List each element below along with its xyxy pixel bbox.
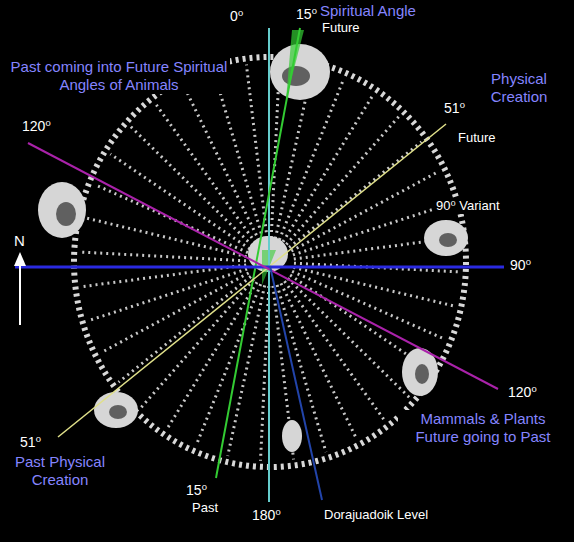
dorajuadoik-line — [270, 266, 322, 500]
dotted-spoke — [214, 72, 263, 239]
angle-label: 51⁰ — [18, 434, 43, 451]
dotted-spoke — [101, 273, 249, 353]
angle-line-0 — [268, 28, 270, 502]
time-label: Past — [190, 500, 220, 516]
angle-line-120 — [28, 143, 498, 389]
angle-label: 0⁰ — [228, 8, 245, 25]
dotted-spoke — [85, 218, 247, 257]
north-arrow — [19, 262, 21, 325]
angle-line-51 — [58, 124, 446, 437]
variant-label: 90⁰ Variant — [434, 198, 502, 214]
angle-label: 15⁰ — [294, 6, 319, 23]
angle-label: 15⁰ — [184, 482, 209, 499]
dotted-spoke — [110, 154, 249, 249]
angle-label: 90⁰ — [508, 257, 533, 274]
meaning-label: Past Physical Creation — [4, 453, 116, 489]
heading-label: Spiritual Angle — [318, 2, 418, 20]
dotted-spoke — [281, 283, 357, 439]
ring-blobs — [38, 44, 468, 452]
angle-label: 51⁰ — [442, 100, 467, 117]
dotted-spoke — [155, 103, 255, 243]
dotted-spoke — [261, 286, 269, 461]
angle-label: 120⁰ — [506, 384, 539, 401]
angle-line-90 — [15, 266, 504, 269]
level-label: Dorajuadoik Level — [322, 507, 430, 523]
dotted-spoke — [292, 271, 445, 339]
dotted-spoke — [183, 85, 259, 241]
north-arrowhead — [14, 252, 26, 266]
dotted-spoke — [288, 278, 410, 397]
dotted-spoke — [80, 252, 246, 261]
dotted-spoke — [119, 276, 251, 382]
dotted-spoke — [291, 171, 439, 251]
meaning-label: Physical Creation — [476, 70, 562, 106]
angle-line-15 — [216, 28, 300, 478]
time-label: Future — [320, 20, 362, 36]
dotted-spoke — [167, 282, 257, 429]
north-label: N — [12, 232, 27, 250]
meaning-label: Past coming into Future Spiritual Angles… — [8, 58, 230, 94]
dotted-spoke — [286, 116, 399, 244]
dotted-spoke — [141, 280, 254, 408]
dotted-spoke — [289, 142, 421, 248]
dotted-spoke — [293, 267, 455, 306]
angle-label: 180⁰ — [250, 507, 283, 524]
dotted-spoke — [246, 65, 267, 239]
dotted-spoke — [277, 285, 326, 452]
meaning-label: Mammals & Plants Future going to Past — [398, 410, 568, 446]
time-label: Future — [456, 130, 498, 146]
angle-label: 120⁰ — [20, 118, 53, 135]
blob-texture — [56, 66, 457, 419]
